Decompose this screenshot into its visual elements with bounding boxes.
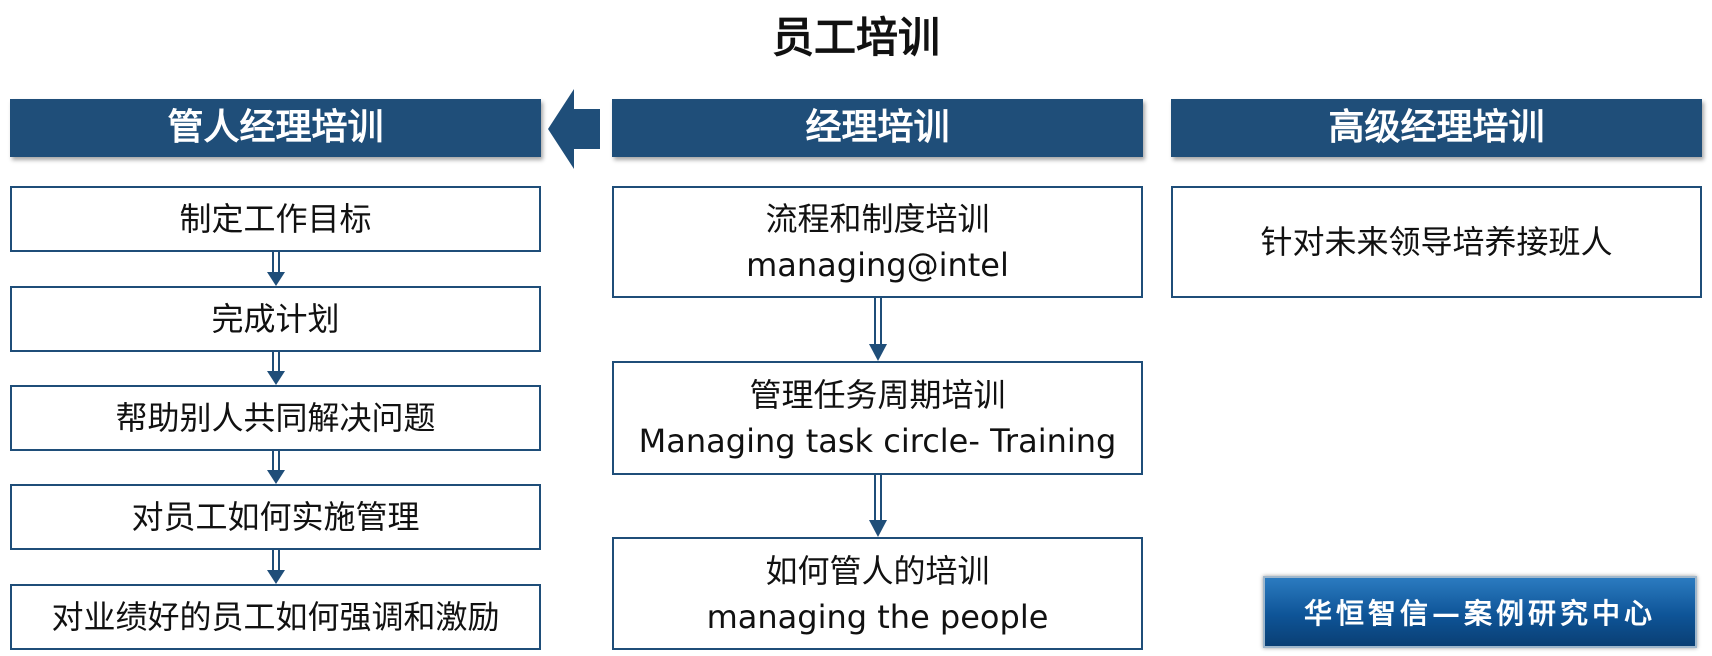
left-box-2: 完成计划 (10, 286, 541, 352)
box-text-en: Managing task circle- Training (638, 422, 1117, 460)
left-box-3: 帮助别人共同解决问题 (10, 385, 541, 451)
page-title: 员工培训 (771, 13, 940, 62)
box-text: 对员工如何实施管理 (131, 498, 420, 536)
down-arrow-icon (267, 252, 285, 286)
box-text: 针对未来领导培养接班人 (1260, 223, 1613, 261)
box-text: 完成计划 (211, 300, 340, 338)
left-box-4: 对员工如何实施管理 (10, 484, 541, 550)
down-arrow-icon (267, 352, 285, 385)
header-senior-manager: 高级经理培训 (1171, 99, 1702, 157)
brand-badge: 华恒智信—案例研究中心 (1263, 576, 1697, 648)
left-box-5: 对业绩好的员工如何强调和激励 (10, 584, 541, 650)
down-arrow-icon (267, 550, 285, 584)
box-text-cn: 流程和制度培训 (765, 200, 990, 238)
right-box-1: 针对未来领导培养接班人 (1171, 186, 1702, 298)
down-arrow-icon (869, 298, 887, 361)
left-box-1: 制定工作目标 (10, 186, 541, 252)
down-arrow-icon (869, 475, 887, 537)
header-manager-of-people: 管人经理培训 (10, 99, 541, 157)
down-arrow-icon (267, 451, 285, 484)
left-arrow-icon (548, 89, 600, 169)
box-text-cn: 管理任务周期培训 (749, 376, 1006, 414)
middle-box-2: 管理任务周期培训 Managing task circle- Training (612, 361, 1143, 475)
box-text-cn: 如何管人的培训 (765, 551, 990, 590)
box-text: 制定工作目标 (179, 200, 372, 238)
box-text: 帮助别人共同解决问题 (115, 399, 436, 437)
box-text-en: managing the people (706, 597, 1049, 636)
middle-box-1: 流程和制度培训 managing@intel (612, 186, 1143, 298)
box-text: 对业绩好的员工如何强调和激励 (51, 598, 500, 636)
header-manager: 经理培训 (612, 99, 1143, 157)
middle-box-3: 如何管人的培训 managing the people (612, 537, 1143, 650)
box-text-en: managing@intel (746, 246, 1009, 284)
